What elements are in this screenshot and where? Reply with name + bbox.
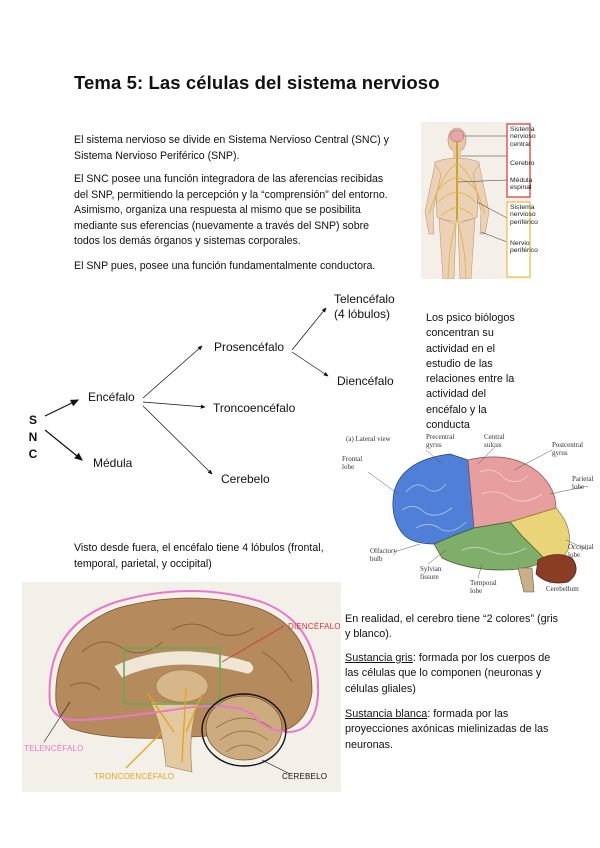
arrow-snc-encefalo bbox=[44, 399, 80, 417]
sagittal-brain-figure: DIENCÉFALO TELENCÉFALO TRONCOENCÉFALO CE… bbox=[22, 582, 341, 792]
label-frontal-lobe: Frontal lobe bbox=[342, 455, 363, 471]
grey-matter-definition: Sustancia gris: formada por los cuerpos … bbox=[345, 651, 565, 697]
node-telencefalo-lobes: (4 lóbulos) bbox=[334, 307, 391, 321]
arrow-encefalo-prosencefalo bbox=[142, 345, 203, 399]
white-matter-term: Sustancia blanca bbox=[345, 708, 428, 720]
label-sylvian-fissure: Sylvian fissure bbox=[420, 565, 442, 581]
label-cerebelo: CEREBELO bbox=[282, 772, 328, 781]
body-illustration bbox=[421, 122, 531, 280]
snc-letter-s: S bbox=[28, 413, 37, 427]
label-parietal-lobe: Parietal lobe bbox=[572, 475, 594, 491]
label-occipital-lobe: Occipital lobe bbox=[568, 543, 594, 559]
arrow-prosencefalo-telencefalo bbox=[291, 307, 327, 351]
node-troncoencefalo: Troncoencéfalo bbox=[213, 401, 296, 415]
label-troncoencefalo: TRONCOENCÉFALO bbox=[94, 772, 175, 781]
label-postcentral-gyrus: Postcentral gyrus bbox=[552, 441, 584, 457]
label-cerebellum: Cerebellum bbox=[546, 585, 579, 593]
brain-lobes-illustration bbox=[367, 445, 589, 593]
node-prosencefalo: Prosencéfalo bbox=[214, 340, 285, 354]
label-precentral-gyrus: Precentral gyrus bbox=[426, 433, 455, 449]
white-matter-definition: Sustancia blanca: formada por las proyec… bbox=[345, 707, 565, 753]
grey-matter-term: Sustancia gris bbox=[345, 652, 413, 664]
node-cerebelo: Cerebelo bbox=[221, 472, 270, 486]
lateral-brain-figure: (a) Lateral view Precentral gyrus Centra… bbox=[342, 432, 600, 594]
sagittal-brain-illustration bbox=[43, 590, 320, 775]
label-olfactory-bulb: Olfactory bulb bbox=[370, 547, 397, 563]
arrow-snc-medula bbox=[44, 429, 83, 461]
label-nervio-periferico: Nervio periférico bbox=[510, 240, 538, 255]
node-telencefalo: Telencéfalo bbox=[334, 292, 395, 306]
grey-matter-text: : formada por los cuerpos de las células… bbox=[345, 652, 551, 695]
snc-root-label: S N C bbox=[27, 412, 39, 463]
label-medula-espinal: Médula espinal bbox=[510, 177, 533, 192]
node-diencefalo: Diencéfalo bbox=[337, 374, 394, 388]
intro-paragraph-2: El SNC posee una función integradora de … bbox=[74, 173, 388, 247]
intro-paragraph-3: El SNP pues, posee una función fundament… bbox=[74, 260, 376, 272]
arrow-encefalo-troncoencefalo bbox=[142, 401, 206, 409]
arrow-encefalo-cerebelo bbox=[142, 405, 213, 475]
nervous-system-body-figure: Sistema nervioso central Cerebro Médula … bbox=[421, 122, 538, 280]
page-title: Tema 5: Las células del sistema nervioso bbox=[74, 72, 440, 93]
label-temporal-lobe: Temporal lobe bbox=[470, 579, 497, 595]
node-medula: Médula bbox=[93, 456, 133, 470]
label-diencefalo: DIENCÉFALO bbox=[288, 622, 341, 631]
snc-tree-arrows bbox=[44, 307, 329, 475]
two-colors-intro: En realidad, el cerebro tiene “2 colores… bbox=[345, 613, 559, 641]
lobes-description: Visto desde fuera, el encéfalo tiene 4 l… bbox=[74, 542, 324, 570]
label-central-sulcus: Central sulcus bbox=[484, 433, 505, 449]
label-telencefalo: TELENCÉFALO bbox=[24, 744, 84, 753]
arrow-prosencefalo-diencefalo bbox=[291, 351, 329, 377]
label-cerebro: Cerebro bbox=[510, 160, 535, 167]
label-lateral-view: (a) Lateral view bbox=[346, 435, 391, 443]
snc-letter-n: N bbox=[28, 430, 38, 444]
snc-letter-c: C bbox=[28, 447, 38, 461]
node-encefalo: Encéfalo bbox=[88, 390, 135, 404]
intro-paragraph-1: El sistema nervioso se divide en Sistema… bbox=[74, 134, 389, 162]
white-matter-text: : formada por las proyecciones axónicas … bbox=[345, 708, 549, 751]
label-sistema-nervioso-periferico: Sistema nervioso periférico bbox=[510, 204, 538, 226]
psychobiology-note: Los psico biólogos concentran su activid… bbox=[426, 312, 515, 432]
label-sistema-nervioso-central: Sistema nervioso central bbox=[510, 126, 536, 148]
